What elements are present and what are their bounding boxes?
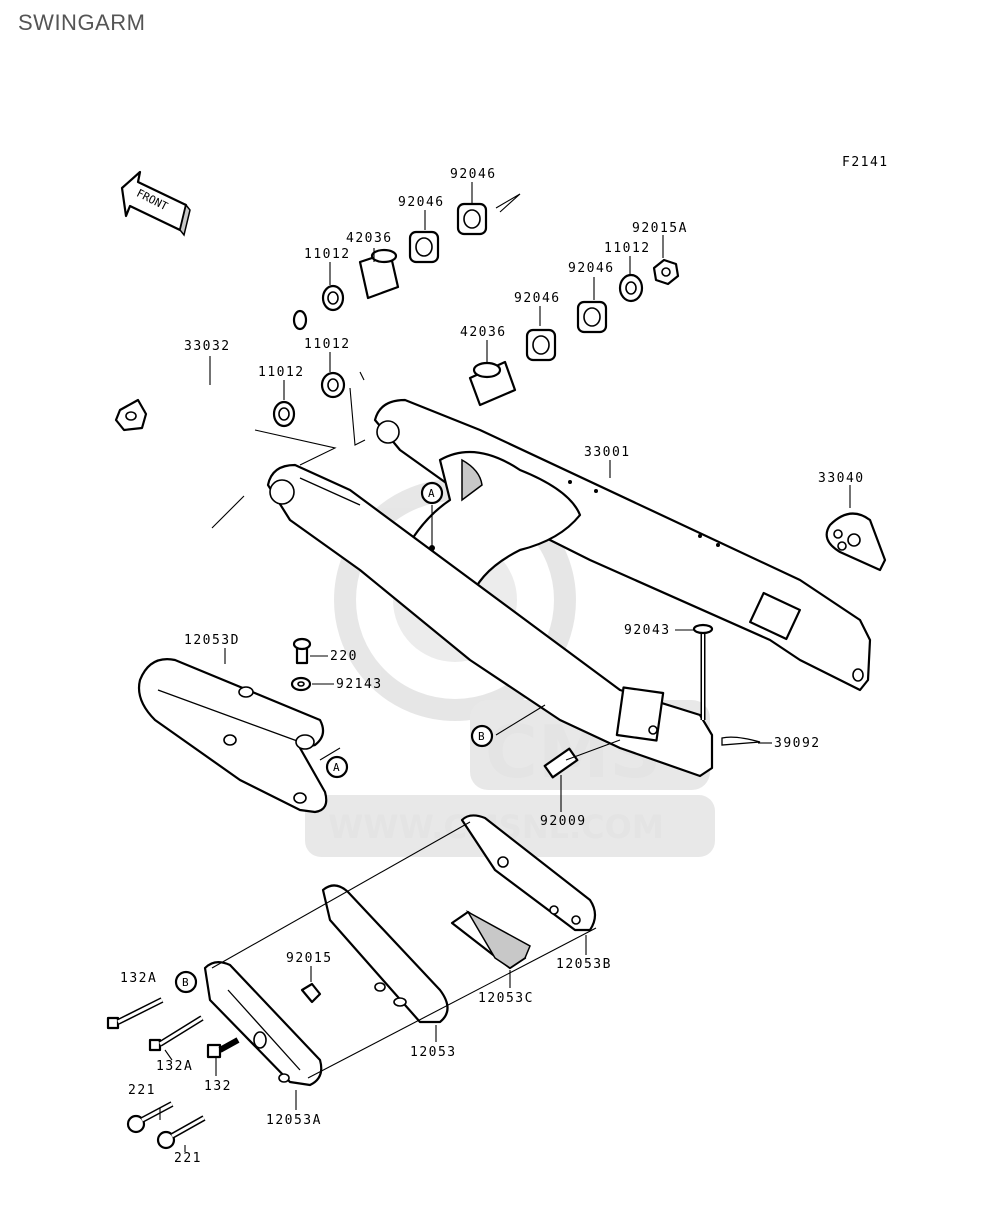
part-label: 39092 (774, 736, 821, 751)
part-label: 220 (330, 649, 358, 664)
callout-b-lower: B (174, 970, 198, 994)
part-label: 92046 (514, 291, 561, 306)
part-label: 11012 (304, 337, 351, 352)
chain-adjuster (825, 512, 887, 572)
part-label: 132A (120, 971, 157, 986)
callout-a-lower-label: A (333, 761, 340, 774)
swingarm (266, 398, 872, 778)
part-labels: 92046 92046 42036 11012 33032 11012 1101… (120, 167, 865, 1166)
part-label: 92009 (540, 814, 587, 829)
part-label: 33032 (184, 339, 231, 354)
mounting-bolts (106, 997, 240, 1150)
part-label: 92043 (624, 623, 671, 638)
callout-a-upper: A (420, 481, 444, 505)
part-label: 42036 (346, 231, 393, 246)
stud (543, 739, 621, 779)
part-label: 12053C (478, 991, 534, 1006)
part-label: 12053D (184, 633, 240, 648)
part-label: 33040 (818, 471, 865, 486)
callout-a-lower: A (325, 755, 349, 779)
front-arrow-icon: FRONT (120, 170, 191, 237)
cotter-pin (721, 736, 761, 746)
callout-a-upper-label: A (428, 487, 435, 500)
part-label: 221 (128, 1083, 156, 1098)
part-label: 11012 (258, 365, 305, 380)
part-label: 12053A (266, 1113, 322, 1128)
part-label: 92046 (398, 195, 445, 210)
part-label: 92015A (632, 221, 688, 236)
part-label: 92046 (450, 167, 497, 182)
part-label: 11012 (604, 241, 651, 256)
slider-screw (290, 637, 312, 692)
leader-lines (159, 182, 851, 1152)
part-label: 132 (204, 1079, 232, 1094)
part-label: 221 (174, 1151, 202, 1166)
axle-pin (692, 623, 714, 720)
page-title: SWINGARM (18, 10, 146, 35)
part-label: 12053B (556, 957, 612, 972)
callout-b-lower-label: B (182, 976, 189, 989)
callout-b-upper: B (470, 724, 494, 748)
part-label: 33001 (584, 445, 631, 460)
part-label: 42036 (460, 325, 507, 340)
right-pivot-hardware (468, 258, 680, 407)
part-label: 132A (156, 1059, 193, 1074)
part-label: 92143 (336, 677, 383, 692)
part-label: 92046 (568, 261, 615, 276)
figure-code: F2141 (842, 155, 889, 170)
chain-guide (203, 814, 597, 1087)
callout-b-upper-label: B (478, 730, 485, 743)
chain-slider (137, 658, 341, 814)
part-label: 92015 (286, 951, 333, 966)
pivot-shaft (114, 309, 309, 432)
left-pivot-hardware (272, 193, 521, 428)
part-label: 12053 (410, 1045, 457, 1060)
part-label: 11012 (304, 247, 351, 262)
